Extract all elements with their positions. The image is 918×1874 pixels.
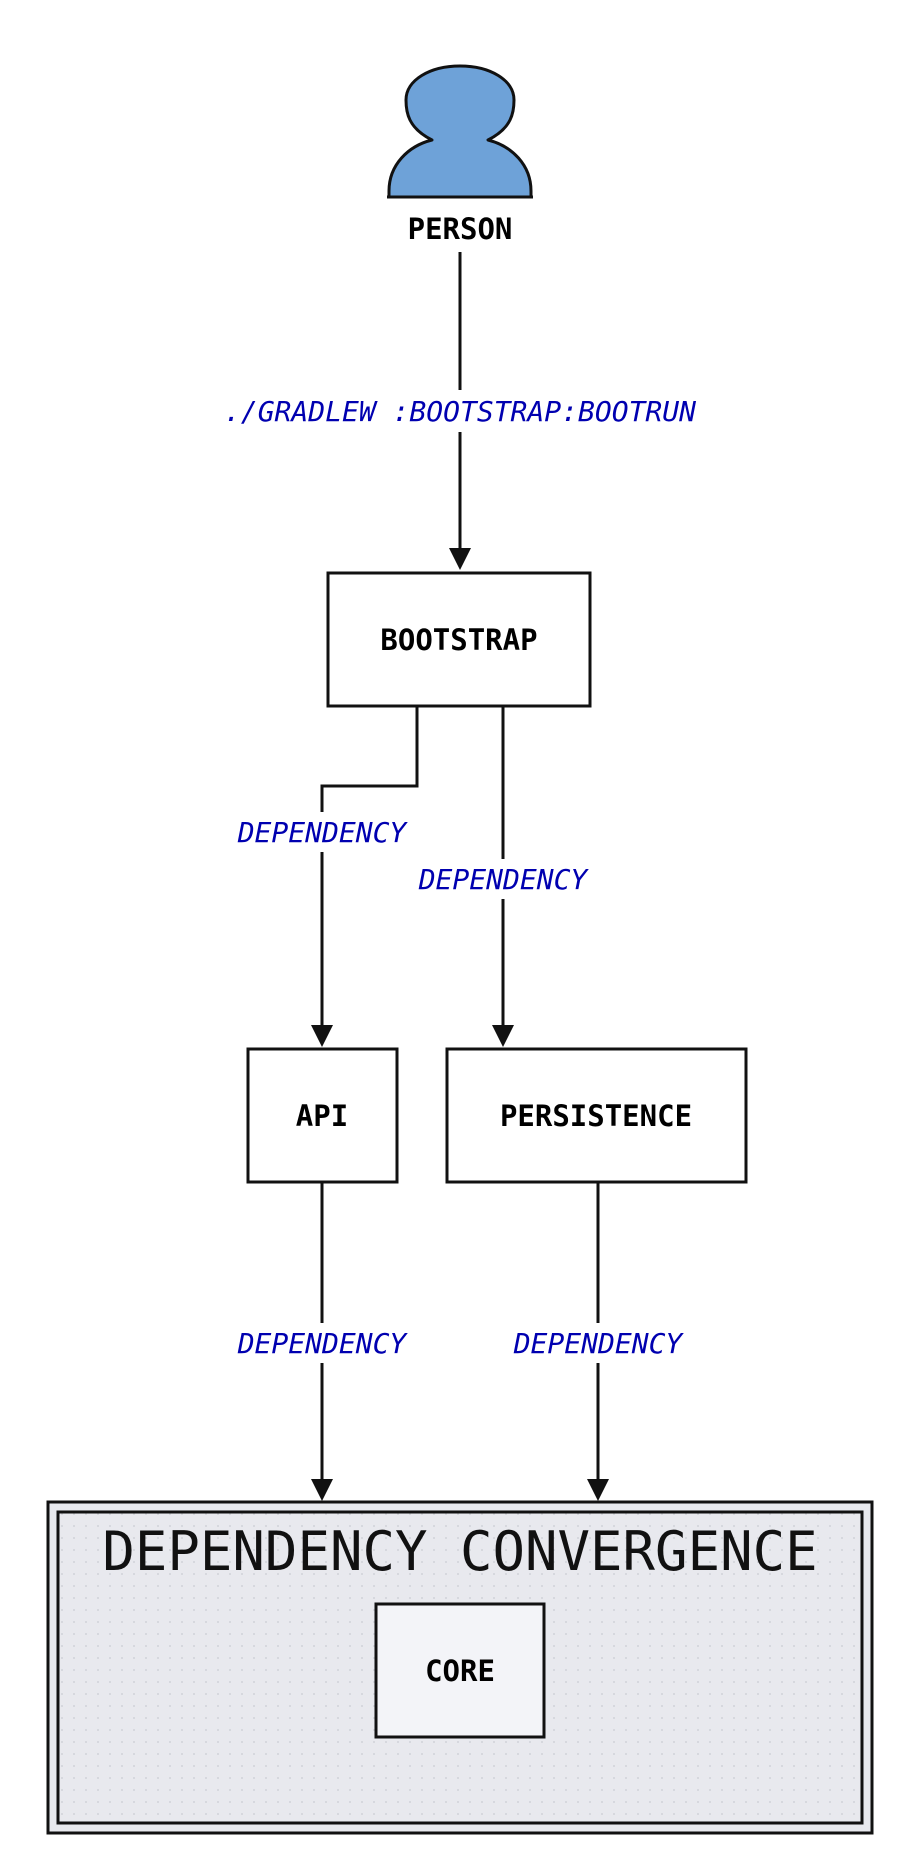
arrowhead-icon xyxy=(492,1025,514,1047)
edge-label-bootstrap-api: DEPENDENCY xyxy=(237,816,409,849)
arrowhead-icon xyxy=(587,1479,609,1501)
api-label: API xyxy=(296,1099,348,1133)
persistence-label: PERSISTENCE xyxy=(500,1099,692,1133)
person-node[interactable]: PERSON xyxy=(387,64,533,246)
arrowhead-icon xyxy=(311,1479,333,1501)
arrowhead-icon xyxy=(311,1025,333,1047)
person-label: PERSON xyxy=(408,212,513,246)
edge-bootstrap-api xyxy=(311,707,419,1047)
persistence-node[interactable]: PERSISTENCE xyxy=(445,1047,748,1184)
core-label: CORE xyxy=(425,1654,495,1688)
api-node[interactable]: API xyxy=(246,1047,399,1184)
edge-label-gradlew-command: ./GRADLEW :BOOTSTRAP:BOOTRUN xyxy=(224,395,696,428)
container-title: DEPENDENCY CONVERGENCE xyxy=(102,1520,817,1583)
person-icon xyxy=(387,64,533,199)
edge-label-persistence-core: DEPENDENCY xyxy=(513,1327,685,1360)
bootstrap-label: BOOTSTRAP xyxy=(380,623,537,657)
core-node[interactable]: CORE xyxy=(374,1602,546,1739)
arrowhead-icon xyxy=(449,548,471,570)
edge-label-api-core: DEPENDENCY xyxy=(237,1327,409,1360)
dependency-convergence-container[interactable]: DEPENDENCY CONVERGENCE xyxy=(46,1500,874,1835)
edge-label-bootstrap-persistence: DEPENDENCY xyxy=(418,863,590,896)
bootstrap-node[interactable]: BOOTSTRAP xyxy=(326,571,592,708)
